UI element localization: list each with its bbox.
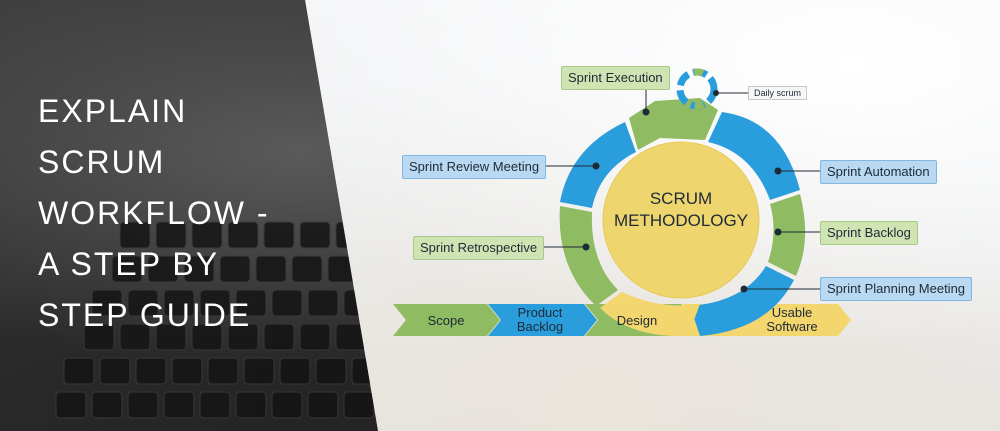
keyboard-key: [228, 324, 258, 350]
keyboard-key: [244, 358, 274, 384]
headline-line: EXPLAIN: [38, 93, 188, 129]
daily-scrum-ring: [676, 68, 718, 110]
keyboard-key: [228, 222, 258, 248]
ring-segment-upper-right: [708, 112, 800, 200]
keyboard-key: [200, 290, 230, 316]
headline-line: STEP GUIDE: [38, 297, 252, 333]
headline-line: WORKFLOW -: [38, 195, 270, 231]
keyboard-key: [272, 290, 302, 316]
keyboard-key: [128, 392, 158, 418]
ring-segment-left: [559, 206, 618, 306]
keyboard-key: [300, 222, 330, 248]
flow-label-scope: Scope: [403, 314, 489, 328]
keyboard-key: [128, 290, 158, 316]
keyboard-key: [92, 290, 122, 316]
keyboard-key: [220, 256, 250, 282]
keyboard-key: [308, 290, 338, 316]
center-label-line: SCRUM: [649, 189, 713, 208]
headline-line: SCRUM: [38, 144, 166, 180]
label-sprint-execution: Sprint Execution: [561, 66, 670, 90]
keyboard-key: [264, 222, 294, 248]
keyboard-key: [308, 392, 338, 418]
keyboard-key: [156, 324, 186, 350]
keyboard-key: [192, 324, 222, 350]
headline-line: A STEP BY: [38, 246, 220, 282]
label-sprint-review-meeting: Sprint Review Meeting: [402, 155, 547, 179]
keyboard-key: [84, 324, 114, 350]
label-sprint-retrospective: Sprint Retrospective: [413, 236, 545, 260]
keyboard-key: [172, 358, 202, 384]
ring-segment-right: [768, 194, 806, 276]
flow-label-text: Product: [517, 305, 563, 320]
keyboard-key: [292, 256, 322, 282]
flow-arrow-scope: [393, 304, 500, 336]
keyboard-key: [164, 290, 194, 316]
flow-label-text: Backlog: [516, 319, 564, 334]
keyboard-key: [256, 256, 286, 282]
center-circle: [602, 141, 760, 299]
connectors: [536, 88, 820, 293]
flow-arrow-product-backlog: [488, 304, 597, 336]
headline: EXPLAIN SCRUM WORKFLOW - A STEP BY STEP …: [38, 86, 270, 341]
ring-segment-bottom-right: [690, 266, 794, 336]
flow-label-design: Design: [594, 314, 680, 328]
flow-label-text: Usable: [771, 305, 813, 320]
keyboard-key: [184, 256, 214, 282]
keyboard-key: [236, 290, 266, 316]
flow-label-text: Software: [766, 319, 818, 334]
keyboard-key: [92, 392, 122, 418]
keyboard-key: [264, 324, 294, 350]
label-sprint-backlog: Sprint Backlog: [820, 221, 918, 245]
keyboard-key: [120, 222, 150, 248]
label-sprint-automation: Sprint Automation: [820, 160, 937, 184]
center-label: SCRUM METHODOLOGY: [603, 188, 759, 232]
ring-segment-bottom: [600, 292, 700, 337]
ring-segment-top: [629, 98, 718, 150]
keyboard-key: [120, 324, 150, 350]
flow-label-product-backlog: Product Backlog: [497, 306, 583, 334]
keyboard-key: [236, 392, 266, 418]
flow-label-text: Scope: [427, 313, 465, 328]
keyboard-key: [192, 222, 222, 248]
keyboard-key: [136, 358, 166, 384]
keyboard-key: [272, 392, 302, 418]
center-label-line: METHODOLOGY: [613, 211, 749, 230]
keyboard-key: [280, 358, 310, 384]
keyboard-key: [208, 358, 238, 384]
keyboard-key: [64, 358, 94, 384]
keyboard-key: [316, 358, 346, 384]
label-daily-scrum: Daily scrum: [748, 86, 808, 100]
keyboard-key: [300, 324, 330, 350]
keyboard-key: [200, 392, 230, 418]
keyboard-key: [164, 392, 194, 418]
keyboard-key: [148, 256, 178, 282]
keyboard-key: [156, 222, 186, 248]
keyboard-key: [56, 392, 86, 418]
flow-label-text: Design: [616, 313, 658, 328]
keyboard-key: [112, 256, 142, 282]
label-sprint-planning-meeting: Sprint Planning Meeting: [820, 277, 973, 301]
keyboard-key: [100, 358, 130, 384]
flow-label-usable-software: Usable Software: [742, 306, 842, 334]
